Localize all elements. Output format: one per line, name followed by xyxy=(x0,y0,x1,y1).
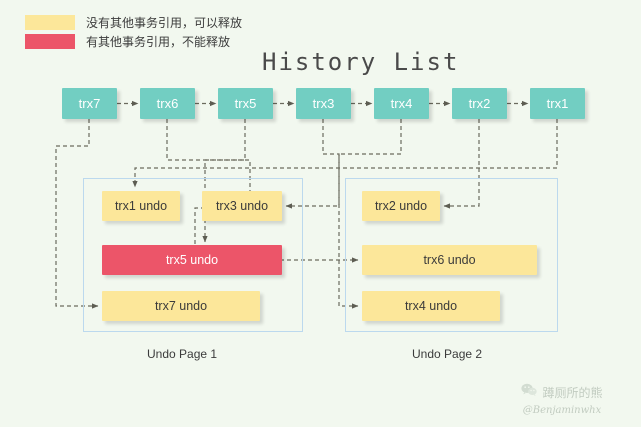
legend-swatch-yellow xyxy=(25,15,75,30)
undo-record-trx4[interactable]: trx4 undo xyxy=(362,291,500,321)
watermark-handle: @Benjaminwhx xyxy=(522,405,602,416)
trx-node-trx1[interactable]: trx1 xyxy=(530,88,585,119)
trx-node-trx6[interactable]: trx6 xyxy=(140,88,195,119)
legend-label-locked: 有其他事务引用，不能释放 xyxy=(86,35,231,49)
trx-node-trx7[interactable]: trx7 xyxy=(62,88,117,119)
undo-record-trx7[interactable]: trx7 undo xyxy=(102,291,260,321)
trx-node-trx5[interactable]: trx5 xyxy=(218,88,273,119)
legend-item-free: 没有其他事务引用，可以释放 xyxy=(25,14,242,31)
watermark-name: 蹲厕所的熊 xyxy=(542,386,603,400)
legend: 没有其他事务引用，可以释放 有其他事务引用，不能释放 xyxy=(25,14,242,52)
pointer-trx1 xyxy=(132,119,558,188)
legend-swatch-red xyxy=(25,34,75,49)
watermark: 蹲厕所的熊 @Benjaminwhx xyxy=(492,383,632,416)
diagram-title: History List xyxy=(262,48,460,76)
undo-page-1-label: Undo Page 1 xyxy=(147,347,218,361)
legend-label-free: 没有其他事务引用，可以释放 xyxy=(86,16,243,30)
trx-node-trx2[interactable]: trx2 xyxy=(452,88,507,119)
undo-record-trx6[interactable]: trx6 undo xyxy=(362,245,537,275)
undo-record-trx3[interactable]: trx3 undo xyxy=(202,191,282,221)
undo-record-trx5[interactable]: trx5 undo xyxy=(102,245,282,275)
undo-page-2-box xyxy=(345,178,558,332)
legend-item-locked: 有其他事务引用，不能释放 xyxy=(25,33,242,50)
undo-page-2-label: Undo Page 2 xyxy=(412,347,483,361)
undo-record-trx1[interactable]: trx1 undo xyxy=(102,191,180,221)
undo-page-1-box xyxy=(83,178,303,332)
wechat-icon xyxy=(521,383,538,402)
trx-node-trx3[interactable]: trx3 xyxy=(296,88,351,119)
undo-record-trx2[interactable]: trx2 undo xyxy=(362,191,440,221)
trx-node-trx4[interactable]: trx4 xyxy=(374,88,429,119)
